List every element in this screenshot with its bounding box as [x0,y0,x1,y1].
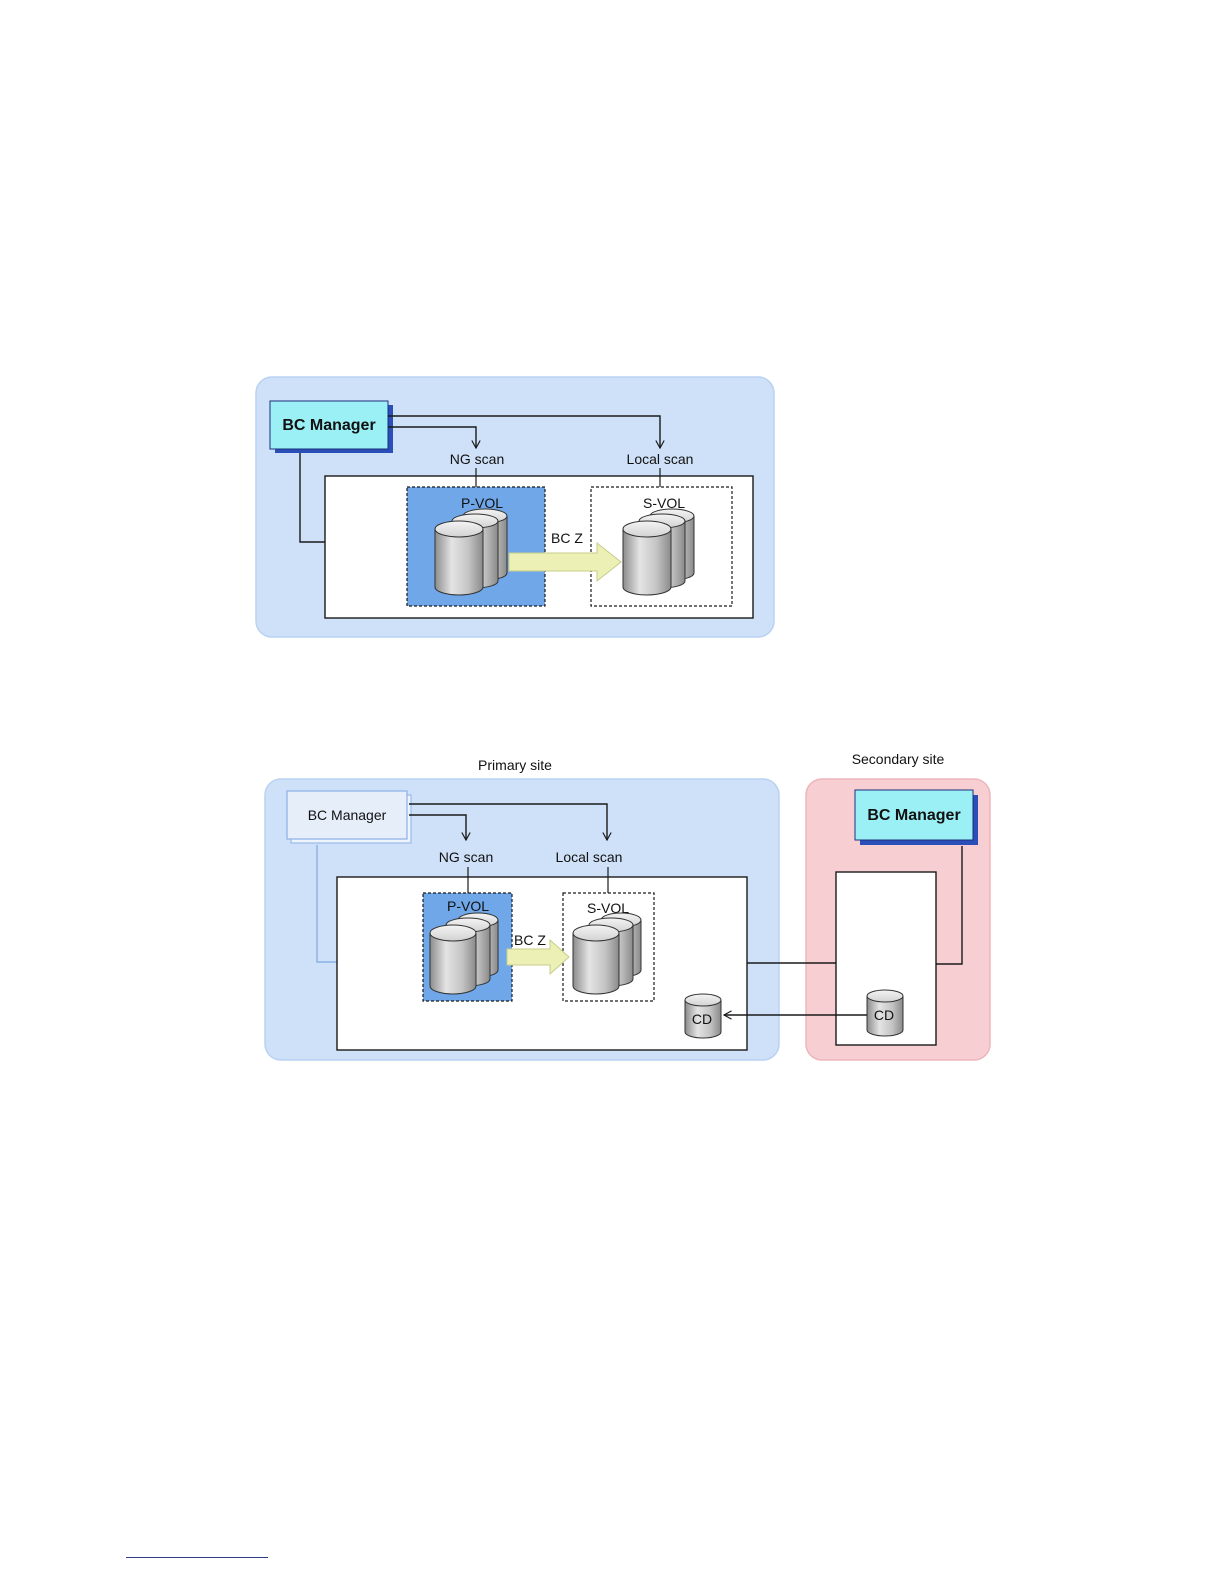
figure-remote-scan: Primary site Secondary site BC Manager B… [265,751,990,1060]
local-scan-label-2: Local scan [556,849,623,865]
primary-cd-volume: CD [685,994,721,1038]
bc-manager-label: BC Manager [282,417,375,434]
figure-local-scan: BC Manager NG scan Local scan P-VOL S-VO… [256,377,774,637]
secondary-cd-volume: CD [867,990,903,1036]
primary-bc-manager-box: BC Manager [287,791,411,843]
local-scan-label: Local scan [627,451,694,467]
ng-scan-label: NG scan [450,451,504,467]
pvol-label-2: P-VOL [447,898,489,914]
primary-bc-manager-label: BC Manager [308,807,387,823]
svol-volume-stack [623,509,694,595]
primary-cd-label: CD [692,1011,712,1027]
svol-label: S-VOL [643,495,685,511]
secondary-bc-manager-label: BC Manager [867,807,960,824]
secondary-bc-manager-box: BC Manager [855,790,978,845]
secondary-site-label: Secondary site [852,751,945,767]
primary-site-label: Primary site [478,757,552,773]
ng-scan-label-2: NG scan [439,849,493,865]
bcz-copy-label: BC Z [551,530,583,546]
secondary-cd-label: CD [874,1007,894,1023]
bcz-copy-label-2: BC Z [514,932,546,948]
bc-manager-box: BC Manager [270,401,393,453]
pvol-volume-stack [435,509,507,595]
footnote-divider [126,1557,268,1558]
